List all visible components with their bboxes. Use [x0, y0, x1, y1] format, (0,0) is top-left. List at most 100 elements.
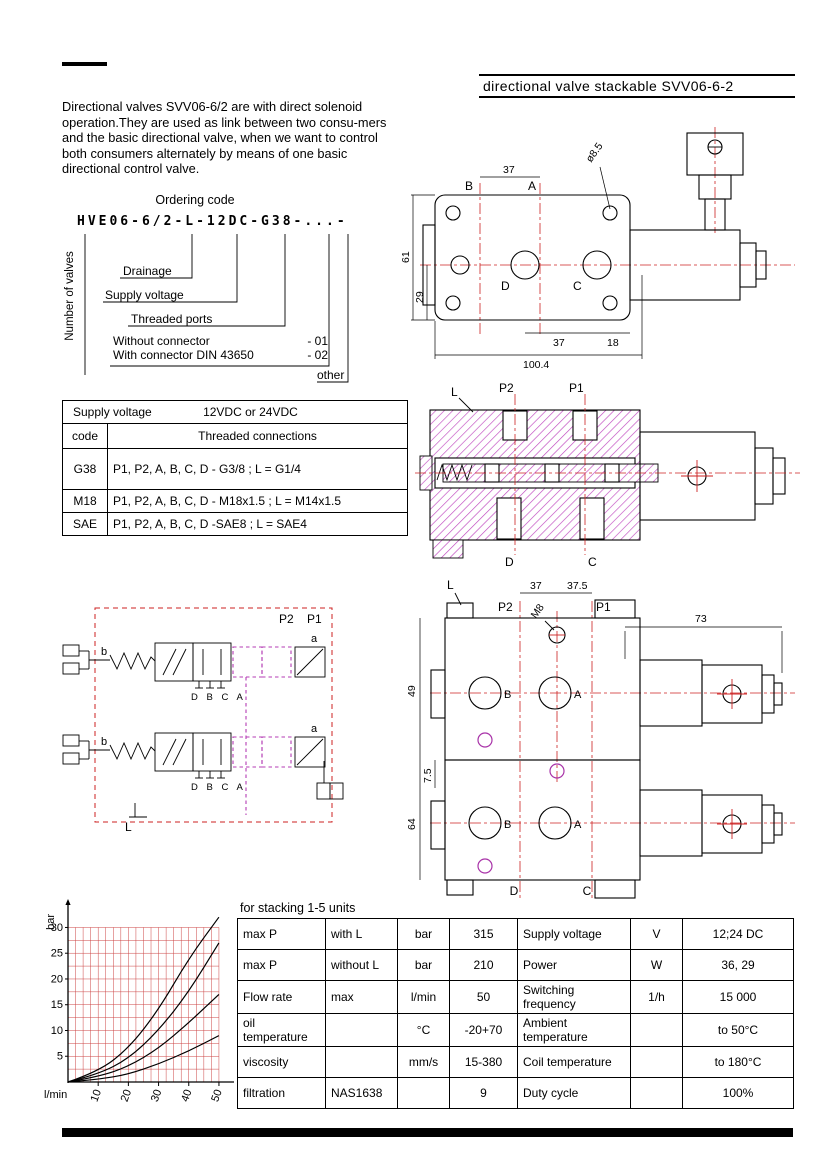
ordering-label-threaded-ports: Threaded ports: [131, 312, 213, 326]
chart-curve-3: [67, 993, 220, 1083]
port-d-label: D: [505, 555, 514, 569]
table-cell: Supply voltage 12VDC or 24VDC: [61, 400, 409, 424]
valve-body-top: [430, 599, 641, 761]
supply-voltage-label: Supply voltage: [73, 405, 152, 419]
table-cell: Supply voltage: [517, 918, 631, 950]
solenoid-outline: [639, 431, 786, 521]
top-left-rule: [62, 62, 107, 66]
connections-header-cell: Threaded connections: [106, 423, 409, 449]
code-cell: M18: [62, 489, 108, 513]
without-connector-text: Without connector: [113, 334, 210, 348]
ordering-title: Ordering code: [155, 193, 235, 207]
dim-100-4: 100.4: [523, 359, 549, 371]
stack-view-drawing: 37 37.5 73 49 7.5 64 L P2 P1 M8 B A B A …: [406, 578, 795, 901]
solenoid-top: [639, 659, 783, 727]
dim-37: 37: [530, 580, 542, 592]
table-cell: [630, 1077, 683, 1109]
dim-49: 49: [406, 685, 418, 697]
solenoid-bottom: [639, 789, 783, 857]
dim-18: 18: [607, 337, 619, 349]
page-title: directional valve stackable SVV06-6-2: [483, 78, 734, 94]
valve-symbol-1: b a D B C A: [62, 633, 326, 703]
table-cell: [397, 1077, 450, 1109]
table-cell: Switching frequency: [517, 980, 631, 1014]
ordering-label-other: other: [317, 368, 345, 382]
top-view-drawing: 37 B A ø8.5 61 29 D C 37 18 100.4: [400, 127, 795, 371]
port-c-label: C: [583, 884, 592, 898]
schematic-p1-label: P1: [307, 612, 322, 626]
port-l-label: L: [451, 385, 458, 399]
y-tick-label: 25: [51, 948, 63, 960]
symbol1-a-label: a: [311, 633, 318, 645]
table-cell: max P: [237, 949, 326, 981]
intro-paragraph: Directional valves SVV06-6/2 are with di…: [62, 99, 387, 177]
table-cell: [630, 1046, 683, 1078]
connections-cell: P1, P2, A, B, C, D - G3/8 ; L = G1/4: [106, 448, 409, 490]
table-row: filtration NAS1638 9 Duty cycle 100%: [237, 1077, 794, 1109]
x-tick-label: 50: [209, 1088, 224, 1104]
table-row: code Threaded connections: [62, 423, 409, 449]
bottom-rule: [62, 1128, 793, 1137]
ordering-connector-lines: [84, 234, 349, 383]
dim-64: 64: [406, 818, 418, 830]
table-cell: -20+70: [449, 1013, 518, 1047]
table-cell: 36, 29: [682, 949, 794, 981]
dim-29: 29: [414, 291, 426, 303]
schematic-p2-label: P2: [279, 612, 294, 626]
valve-body-bottom: [430, 759, 641, 899]
with-connector-text: With connector DIN 43650: [113, 348, 254, 362]
table-cell: Ambient temperature: [517, 1013, 631, 1047]
code-header-cell: code: [62, 423, 108, 449]
y-tick-label: 15: [51, 999, 63, 1011]
port-p1-label: P1: [596, 600, 611, 614]
with-connector-code: - 02: [307, 348, 328, 362]
table-row: SAE P1, P2, A, B, C, D -SAE8 ; L = SAE4: [62, 512, 409, 536]
table-cell: V: [630, 918, 683, 950]
table-cell: l/min: [397, 980, 450, 1014]
table-cell: Flow rate: [237, 980, 326, 1014]
connections-cell: P1, P2, A, B, C, D -SAE8 ; L = SAE4: [106, 512, 409, 536]
table-cell: 15 000: [682, 980, 794, 1014]
table-cell: viscosity: [237, 1046, 326, 1078]
ordering-label-drainage: Drainage: [123, 264, 172, 278]
chart-ylabel: bar: [45, 914, 57, 930]
port-b1-label: B: [504, 689, 511, 701]
table-cell: [325, 1013, 398, 1047]
port-b2-label: B: [504, 819, 511, 831]
dim-37-5: 37.5: [567, 580, 588, 592]
ordering-label-with-connector: With connector DIN 43650 - 02: [113, 348, 328, 362]
symbol1-b-label: b: [101, 646, 107, 658]
port-a1-label: A: [574, 689, 582, 701]
supply-voltage-table: Supply voltage 12VDC or 24VDC code Threa…: [61, 400, 409, 536]
dim-37-top: 37: [503, 164, 515, 176]
ordering-label-number-of-valves: Number of valves: [64, 251, 76, 341]
without-connector-code: - 01: [307, 334, 328, 348]
y-tick-label: 10: [51, 1025, 63, 1037]
code-cell: G38: [62, 448, 108, 490]
table-cell: 315: [449, 918, 518, 950]
code-cell: SAE: [62, 512, 108, 536]
table-cell: Coil temperature: [517, 1046, 631, 1078]
dim-hole-label: ø8.5: [584, 140, 606, 164]
symbol2-b-label: b: [101, 736, 107, 748]
x-tick-label: 10: [89, 1088, 104, 1104]
supply-voltage-value: 12VDC or 24VDC: [203, 405, 298, 419]
port-c-label: C: [588, 555, 597, 569]
table-cell: [325, 1046, 398, 1078]
table-cell: with L: [325, 918, 398, 950]
spec-table: max P with L bar 315 Supply voltage V 12…: [237, 918, 794, 1109]
table-cell: max: [325, 980, 398, 1014]
schematic-l-label: L: [125, 820, 132, 834]
table-cell: 210: [449, 949, 518, 981]
table-cell: filtration: [237, 1077, 326, 1109]
port-d-label: D: [510, 884, 519, 898]
table-cell: mm/s: [397, 1046, 450, 1078]
chart-curve-4: [67, 1035, 220, 1083]
dim-7-5: 7.5: [422, 768, 434, 783]
table-cell: to 180°C: [682, 1046, 794, 1078]
x-tick-label: 40: [179, 1088, 194, 1104]
table-cell: Duty cycle: [517, 1077, 631, 1109]
table-row: Flow rate max l/min 50 Switching frequen…: [237, 980, 794, 1014]
hatched-valve-body: [419, 409, 659, 559]
